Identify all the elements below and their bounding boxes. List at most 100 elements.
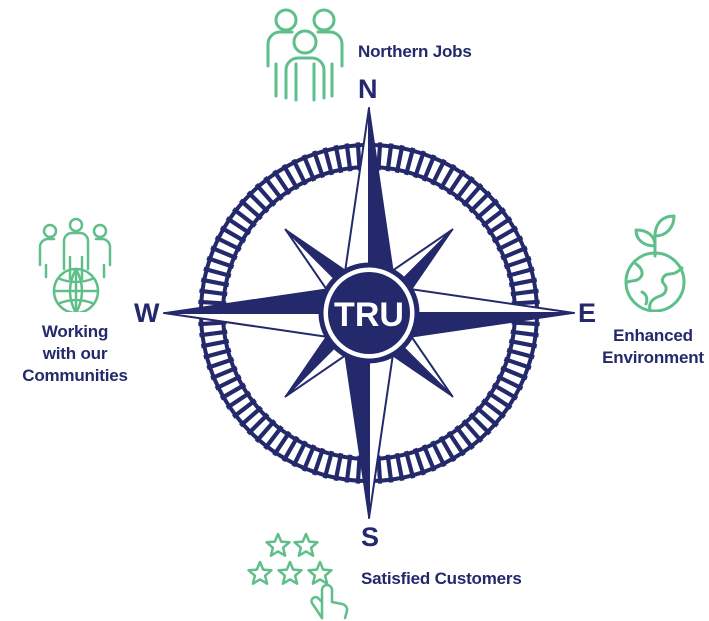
star-shape [293,532,319,557]
ring-tie [496,235,524,252]
star-rating-touch-icon [247,532,349,620]
ring-tie [385,454,394,483]
star-shape [265,532,291,557]
ring-tie [246,412,270,436]
ring-tie [322,147,335,176]
ring-tie [468,412,492,436]
ring-tie [312,150,326,179]
ring-tie [301,154,317,182]
ring-tie [430,440,447,468]
ring-tie [446,169,466,196]
ring-tie [446,430,466,457]
ring-tie [508,277,538,288]
label-west-line-1: Working [41,322,109,341]
ring-tie [481,398,506,419]
ring-tie [200,277,230,288]
ring-tie [206,356,235,370]
direction-south: S [361,522,380,552]
ring-tie [510,288,539,297]
ring-tie [291,440,308,468]
ring-tie [206,256,235,270]
ring-tie [503,256,532,270]
star-shape [307,560,333,585]
ring-tie [232,398,257,419]
ring-tie [491,382,519,401]
ring-tie [272,430,292,457]
ring-tie [454,176,475,201]
ring-tie [511,299,540,306]
ring-tie [376,142,383,171]
label-northern-jobs: Northern Jobs [358,42,472,61]
center-label: TRU [334,296,404,334]
label-west-line-2: with our [42,344,108,363]
ring-tie [301,444,317,472]
ring-tie [376,455,383,484]
ring-tie [291,158,308,186]
rating-stars [247,532,333,585]
ring-tie [461,183,484,207]
ring-tie [225,216,252,236]
ring-tie [481,207,506,228]
ring-tie [198,299,227,306]
ring-tie [438,435,457,463]
ring-tie [344,143,353,172]
people-group-icon [266,8,344,102]
ring-tie [430,158,447,186]
ring-tie [263,176,284,201]
label-east-line-2: Environment [602,348,704,367]
ring-tie [263,425,284,450]
ring-tie [219,382,247,401]
label-working-with-communities: Working with our Communities [10,321,140,387]
ring-tie [511,320,540,327]
ring-tie [203,266,232,279]
plant-globe-icon [624,214,686,312]
ring-tie [199,288,228,297]
ring-tie [486,216,513,236]
direction-west: W [134,298,160,328]
ring-tie [210,365,238,381]
ring-tie [199,329,228,338]
ring-tie [503,356,532,370]
pointer-hand [320,583,349,620]
label-satisfied-customers: Satisfied Customers [361,569,522,588]
ring-tie [461,419,484,443]
ring-tie [421,154,437,182]
ring-tie [475,198,499,221]
ring-tie [394,452,405,482]
ring-tie [403,147,416,176]
direction-east: E [578,298,597,328]
ring-tie [210,245,238,261]
compass-center: TRU [318,262,420,364]
ring-tie [421,444,437,472]
ring-tie [214,235,242,252]
compass-ring [198,142,540,484]
ring-tie [200,338,230,349]
ring-tie [355,142,362,171]
ring-tie [506,347,535,360]
label-enhanced-environment: Enhanced Environment [598,325,708,369]
community-globe-icon [38,217,112,312]
ring-tie [500,245,528,261]
ring-tie [239,405,263,428]
ring-tie [254,183,277,207]
label-west-line-3: Communities [22,366,128,385]
ring-tie [254,419,277,443]
ring-tie [508,338,538,349]
ring-tie [198,320,227,327]
ring-tie [225,390,252,410]
ring-tie [385,143,394,172]
ring-tie [312,447,326,476]
ring-tie [438,163,457,191]
ring-tie [203,347,232,360]
ring-tie [468,190,492,214]
ring-tie [272,169,292,196]
ring-tie [454,425,475,450]
ring-tie [355,455,362,484]
ring-tie [510,329,539,338]
ring-tie [486,390,513,410]
ring-tie [344,454,353,483]
ring-tie [403,450,416,479]
ring-tie [475,405,499,428]
